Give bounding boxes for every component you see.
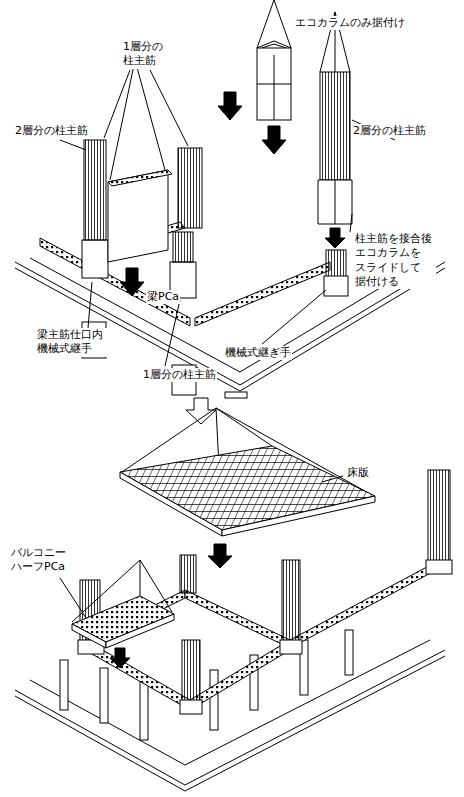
part-label: 2層分の柱主筋 [14, 124, 89, 138]
part-label: バルコニー ハーフPCa [10, 546, 74, 575]
part-label: 2層分の柱主筋 [352, 124, 427, 138]
part-label: 1層分の柱主筋 [142, 368, 217, 382]
part-label: 梁PCa [146, 290, 180, 304]
part-label: エコカラムのみ据付け [294, 16, 406, 30]
part-label: 床版 [346, 466, 370, 480]
part-label: 機械式継ぎ手 [224, 346, 292, 360]
part-label: 1層分の 柱主筋 [122, 40, 175, 69]
part-label: 梁主筋仕口内 機械式継手 [36, 328, 108, 357]
note-label: 柱主筋を接合後 エコカラムを スライドして 据付ける [354, 232, 436, 289]
